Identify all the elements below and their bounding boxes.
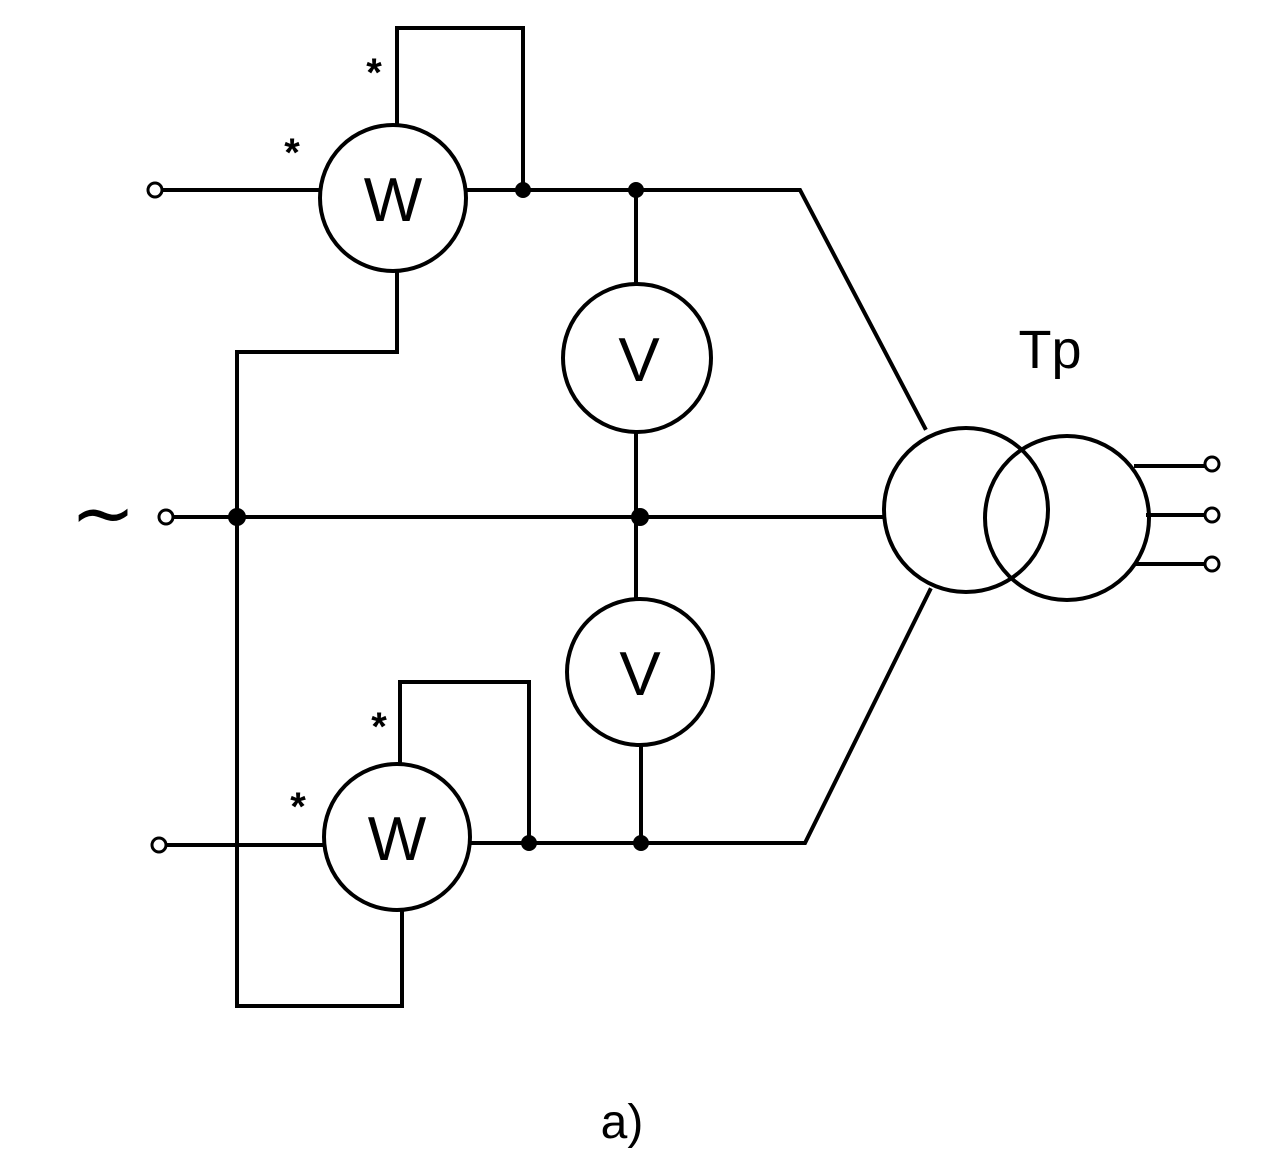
wires [158, 26, 1208, 1008]
bottom-wattmeter-label: W [368, 805, 427, 874]
bottom-voltmeter: V [565, 597, 715, 747]
bottom-wattmeter: W * * [290, 705, 472, 912]
top-wattmeter-label: W [364, 166, 423, 235]
top-voltmeter-body [561, 282, 713, 434]
terminals [146, 181, 1221, 854]
bottom-wattmeter-voltage-mark: * [371, 705, 387, 749]
bottom-voltmeter-label: V [619, 640, 661, 709]
left-bus-wire [235, 515, 404, 1008]
top-wattmeter-current-mark: * [284, 131, 300, 175]
output-terminal-3 [1203, 555, 1221, 573]
transformer-primary-coil [882, 426, 1050, 594]
output-terminal-2 [1203, 506, 1221, 524]
top-line-wire [464, 188, 928, 431]
output-terminal-1 [1203, 455, 1221, 473]
top-wattmeter-return-wire [235, 268, 399, 519]
junction-node [631, 508, 649, 526]
bottom-line-wire [468, 587, 933, 845]
diagram-caption: a) [601, 1096, 644, 1149]
bottom-voltmeter-body [565, 597, 715, 747]
junction-node [633, 835, 649, 851]
top-voltmeter: V [561, 282, 713, 434]
top-wattmeter: W * * [284, 51, 468, 273]
transformer-secondary-coil [983, 434, 1151, 602]
top-wattmeter-voltage-mark: * [366, 51, 382, 95]
input-terminal-neutral [157, 508, 175, 526]
junction-node [628, 182, 644, 198]
top-wattmeter-body [318, 123, 468, 273]
bottom-wattmeter-body [322, 762, 472, 912]
top-voltmeter-label: V [618, 326, 660, 395]
bottom-wattmeter-voltage-loop [398, 680, 531, 845]
transformer-label: Tp [1018, 320, 1081, 380]
bottom-wattmeter-current-mark: * [290, 785, 306, 829]
top-wattmeter-voltage-loop [395, 26, 525, 192]
junction-node [521, 835, 537, 851]
junctions [228, 182, 649, 851]
input-terminal-top [146, 181, 164, 199]
junction-node [515, 182, 531, 198]
junction-node [228, 508, 246, 526]
transformer: Tp [882, 320, 1151, 602]
input-terminal-bottom [150, 836, 168, 854]
ac-source-symbol: ~ [70, 469, 135, 559]
